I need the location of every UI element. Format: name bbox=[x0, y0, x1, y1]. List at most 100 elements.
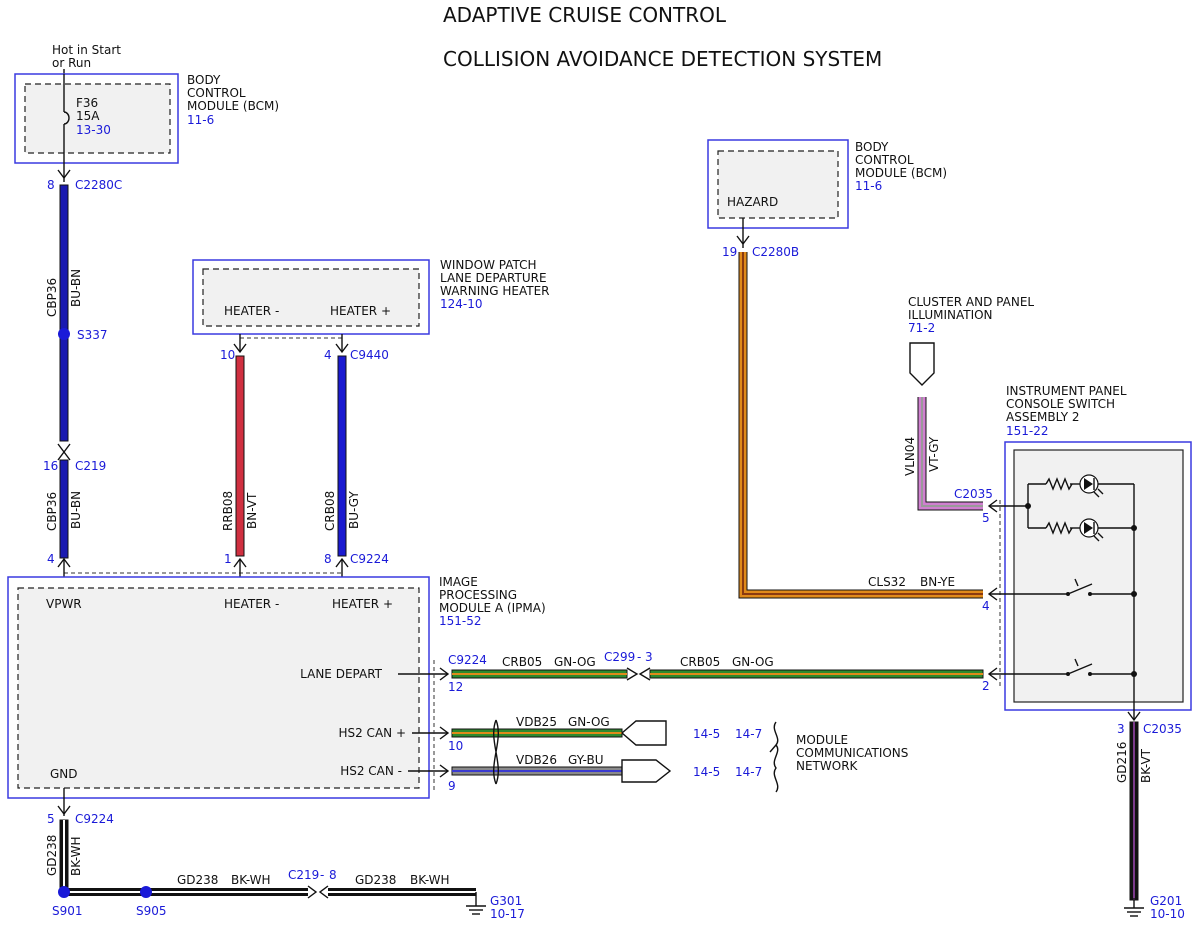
wire-crb05-right-color: GN-OG bbox=[732, 655, 774, 669]
ground-symbol-g201 bbox=[1124, 898, 1144, 917]
ipcs-connector-top: C2035 bbox=[954, 487, 993, 501]
bcm-right-name-1: BODY bbox=[855, 140, 889, 154]
ipcs-pin-illum: 5 bbox=[982, 511, 990, 525]
bcm-top-inner bbox=[24, 83, 171, 154]
bcm-top-ref: 11-6 bbox=[187, 113, 214, 127]
ipma-ref: 151-52 bbox=[439, 614, 482, 628]
bcm-top-name-3: MODULE (BCM) bbox=[187, 99, 279, 113]
wire-gd238-mid-circuit: GD238 bbox=[177, 873, 218, 887]
wire-cbp36-lower-color: BU-BN bbox=[69, 491, 83, 529]
window-patch-pin-plus: 4 bbox=[324, 348, 332, 362]
cluster-name-1: CLUSTER AND PANEL bbox=[908, 295, 1034, 309]
fuse-name: F36 bbox=[76, 96, 98, 110]
led-icon-2 bbox=[1079, 518, 1104, 542]
splice-s901-label: S901 bbox=[52, 904, 83, 918]
ground-g301-name: G301 bbox=[490, 894, 522, 908]
wire-cbp36-lower bbox=[59, 459, 69, 559]
ipcs-pin-hazard: 4 bbox=[982, 599, 990, 613]
splice-s905 bbox=[140, 886, 152, 898]
ipcs-ref: 151-22 bbox=[1006, 424, 1049, 438]
c219-inline-dash: - bbox=[320, 868, 324, 882]
pin-arrow-c2035-3 bbox=[1127, 711, 1141, 722]
wire-gd238-vertical-circuit: GD238 bbox=[45, 835, 59, 876]
bcm-right-hazard-label: HAZARD bbox=[727, 195, 778, 209]
pin-arrow-c2280c bbox=[57, 169, 71, 180]
wire-cls32-color: BN-YE bbox=[920, 575, 955, 589]
ipma-vpwr-label: VPWR bbox=[46, 597, 82, 611]
window-patch-pin-minus: 10 bbox=[220, 348, 235, 362]
ground-symbol-g301 bbox=[466, 892, 486, 915]
fuse-rating: 15A bbox=[76, 109, 100, 123]
ipma-pin-can-minus: 9 bbox=[448, 779, 456, 793]
bcm-top-name-2: CONTROL bbox=[187, 86, 246, 100]
bcm-top-pin: 8 bbox=[47, 178, 55, 192]
fuse-symbol-f36 bbox=[63, 111, 70, 125]
ipcs-pin-lane: 2 bbox=[982, 679, 990, 693]
ipcs-pin-gnd: 3 bbox=[1117, 722, 1125, 736]
c299-pin: 3 bbox=[645, 650, 653, 664]
ipma-heater-plus-label: HEATER + bbox=[332, 597, 393, 611]
cluster-ref: 71-2 bbox=[908, 321, 935, 335]
wire-crb08-circuit: CRB08 bbox=[323, 491, 337, 531]
ipma-heater-minus-label: HEATER - bbox=[224, 597, 279, 611]
ipma-gnd-label: GND bbox=[50, 767, 78, 781]
wire-vdb25-color: GN-OG bbox=[568, 715, 610, 729]
wire-vdb26-color: GY-BU bbox=[568, 753, 604, 767]
cluster-arrow-shape bbox=[909, 342, 935, 386]
wire-gd216-circuit: GD216 bbox=[1115, 742, 1129, 783]
ipma-pin-heater-plus: 8 bbox=[324, 552, 332, 566]
pin-arrow-c299-right bbox=[638, 667, 651, 681]
ipma-name-2: PROCESSING bbox=[439, 588, 517, 602]
can-minus-ref2: 14-7 bbox=[735, 765, 762, 779]
bcm-right-inner bbox=[717, 150, 839, 219]
bcm-top-name-1: BODY bbox=[187, 73, 221, 87]
wire-vln04-circuit: VLN04 bbox=[903, 437, 917, 476]
wire-crb05-left bbox=[451, 669, 628, 679]
wire-crb08 bbox=[337, 355, 347, 557]
wire-gd238-vertical-color: BK-WH bbox=[69, 836, 83, 876]
bcm-right-connector: C2280B bbox=[752, 245, 799, 259]
bcm-right-name-2: CONTROL bbox=[855, 153, 914, 167]
can-plus-arrow-shape bbox=[620, 720, 667, 746]
hot-label-line2: or Run bbox=[52, 56, 91, 70]
wire-vln04 bbox=[917, 397, 983, 511]
pin-arrow-c2035-2 bbox=[987, 667, 998, 681]
ipma-connector-top: C9224 bbox=[350, 552, 389, 566]
network-label-1: MODULE bbox=[796, 733, 848, 747]
resistor-icon-1 bbox=[1045, 477, 1073, 491]
wire-gd238-right-color: BK-WH bbox=[410, 873, 450, 887]
ipma-lane-depart-label: LANE DEPART bbox=[300, 667, 383, 681]
pin-arrow-c219-top bbox=[57, 450, 71, 461]
splice-s337 bbox=[58, 328, 70, 340]
wire-cbp36-upper bbox=[59, 184, 69, 442]
wire-gd238-right bbox=[328, 888, 476, 896]
pin-arrow-c219-inline-left bbox=[307, 885, 318, 899]
window-patch-name-1: WINDOW PATCH bbox=[440, 258, 537, 272]
pin-arrow-c219-inline-right bbox=[318, 885, 329, 899]
switch-icon-lane bbox=[1066, 658, 1093, 676]
ipma-pin-heater-minus: 1 bbox=[224, 552, 232, 566]
ground-g201-ref: 10-10 bbox=[1150, 907, 1185, 921]
ipcs-inner bbox=[1013, 449, 1184, 703]
led-icon-1 bbox=[1079, 474, 1104, 498]
ipma-hs2-can-plus-label: HS2 CAN + bbox=[338, 726, 406, 740]
wire-rrb08-circuit: RRB08 bbox=[221, 491, 235, 531]
wire-cbp36-upper-circuit: CBP36 bbox=[45, 278, 59, 317]
wire-crb08-color: BU-GY bbox=[347, 491, 361, 529]
wire-cbp36-upper-color: BU-BN bbox=[69, 269, 83, 307]
wire-gd238-mid-color: BK-WH bbox=[231, 873, 271, 887]
bcm-top-connector: C2280C bbox=[75, 178, 122, 192]
pin-arrow-ipma-12 bbox=[439, 667, 450, 681]
ipcs-name-3: ASSEMBLY 2 bbox=[1006, 410, 1079, 424]
wire-cls32 bbox=[738, 252, 983, 599]
pin-arrow-c299-left bbox=[626, 667, 639, 681]
splice-s905-label: S905 bbox=[136, 904, 167, 918]
can-minus-arrow-shape bbox=[621, 759, 672, 783]
network-label-2: COMMUNICATIONS bbox=[796, 746, 908, 760]
wire-vdb25-circuit: VDB25 bbox=[516, 715, 557, 729]
wire-crb05-left-color: GN-OG bbox=[554, 655, 596, 669]
fuse-ref: 13-30 bbox=[76, 123, 111, 137]
c219-pin: 16 bbox=[43, 459, 58, 473]
c299-dash: - bbox=[637, 650, 641, 664]
